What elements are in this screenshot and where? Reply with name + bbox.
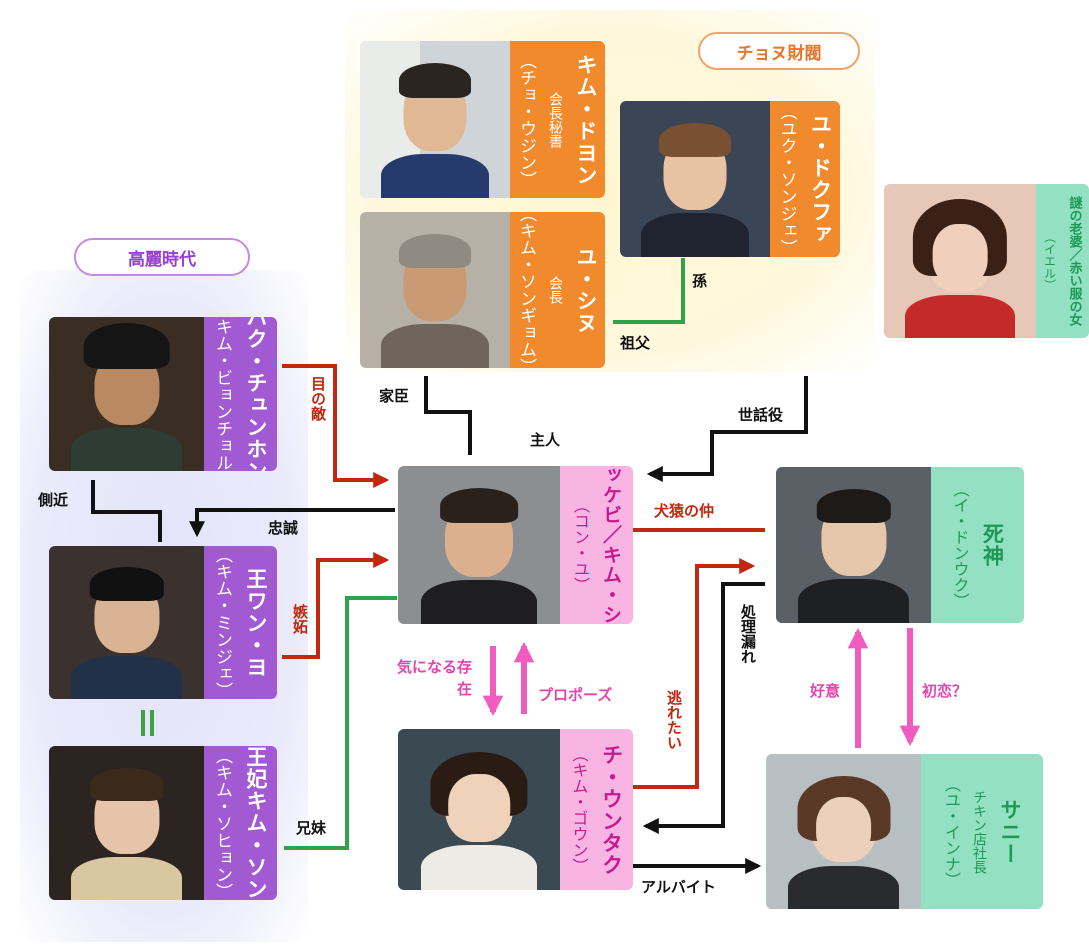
- rel-aide: 側近: [38, 491, 69, 509]
- label-tokebi: トッケビ／キム・シン （コン・ユ）: [560, 466, 633, 624]
- card-tokebi[interactable]: トッケビ／キム・シン （コン・ユ）: [398, 466, 633, 624]
- name-roba: 謎の老婆／赤い服の女: [1066, 196, 1082, 326]
- rel-first-love: 初恋？: [922, 682, 968, 700]
- name-yu-dokfa: ユ・ドクファ: [808, 113, 833, 245]
- card-sunny[interactable]: サニー チキン店社長 （ユ・インナ）: [766, 754, 1043, 909]
- line-loyalty: [189, 508, 395, 538]
- name-kim-dohon: キム・ドヨン: [574, 53, 598, 186]
- actor-tokebi: （コン・ユ）: [571, 497, 590, 593]
- rel-parttime: アルバイト: [641, 878, 716, 896]
- card-shinigami[interactable]: 死神 （イ・ドンウク）: [776, 467, 1024, 623]
- rel-curious: 気になる存在: [392, 656, 472, 700]
- role-yu-shinu: 会長: [547, 276, 563, 304]
- chaebol-group-label: チョヌ財閥: [736, 43, 822, 64]
- line-caretaker: [646, 376, 808, 482]
- card-ji-euntak[interactable]: チ・ウンタク （キム・ゴウン）: [398, 729, 633, 890]
- photo-sunny: [766, 754, 921, 909]
- rel-missed: 処理漏れ: [739, 604, 757, 664]
- rel-proposal: プロポーズ: [538, 686, 613, 704]
- rel-enemy: 目の敵: [309, 376, 327, 421]
- rel-curious-text: 気になる存在: [396, 658, 472, 698]
- rel-rivals: 犬猿の仲: [654, 502, 715, 520]
- rel-loyalty: 忠誠: [268, 519, 299, 537]
- role-kim-dohon: 会長秘書: [547, 91, 563, 148]
- line-retainer: [424, 376, 472, 455]
- actor-roba: （イエル）: [1042, 231, 1057, 291]
- photo-yu-dokfa: [620, 101, 770, 257]
- rel-master: 主人: [530, 431, 561, 449]
- card-kim-sun[interactable]: 王妃キム・ソン （キム・ソヒョン）: [49, 746, 277, 900]
- card-roba[interactable]: 謎の老婆／赤い服の女 （イエル）: [884, 184, 1089, 338]
- line-missed: [642, 582, 765, 834]
- photo-shinigami: [776, 467, 931, 623]
- rel-retainer: 家臣: [379, 387, 410, 405]
- name-shinigami: 死神: [980, 523, 1005, 567]
- label-yu-shinu: ユ・シヌ 会長 （キム・ソンギョム）: [510, 212, 605, 368]
- card-wang-wonyo[interactable]: 王ワン・ヨ （キム・ミンジェ）: [49, 546, 277, 699]
- card-kim-dohon[interactable]: キム・ドヨン 会長秘書 （チョ・ウジン）: [360, 41, 605, 198]
- rel-liking: 好意: [810, 682, 841, 700]
- equals-sign: [141, 710, 155, 736]
- actor-yu-shinu: （キム・ソンギョム）: [516, 212, 536, 368]
- label-park: パク・チュンホン （キム・ビョンチョル）: [204, 317, 277, 471]
- actor-sunny: （ユ・インナ）: [942, 775, 961, 888]
- line-aide: [91, 480, 162, 542]
- photo-kim-dohon: [360, 41, 510, 198]
- photo-ji-euntak: [398, 729, 560, 890]
- role-sunny: チキン店社長: [971, 789, 987, 874]
- card-yu-shinu[interactable]: ユ・シヌ 会長 （キム・ソンギョム）: [360, 212, 605, 368]
- photo-yu-shinu: [360, 212, 510, 368]
- photo-wang-wonyo: [49, 546, 204, 699]
- line-enemy: [282, 364, 390, 488]
- label-ji-euntak: チ・ウンタク （キム・ゴウン）: [560, 729, 633, 890]
- name-tokebi: トッケビ／キム・シン: [600, 466, 622, 624]
- label-kim-dohon: キム・ドヨン 会長秘書 （チョ・ウジン）: [510, 41, 605, 198]
- label-yu-dokfa: ユ・ドクファ （ユク・ソンジェ）: [770, 101, 840, 257]
- line-escape: [633, 558, 756, 789]
- label-roba: 謎の老婆／赤い服の女 （イエル）: [1036, 184, 1089, 338]
- actor-shinigami: （イ・ドンウク）: [950, 481, 970, 609]
- name-park: パク・チュンホン: [244, 317, 268, 471]
- goryeo-group-label: 高麗時代: [128, 249, 196, 270]
- name-sunny: サニー: [998, 798, 1022, 865]
- actor-wang-wonyo: （キム・ミンジェ）: [212, 546, 232, 699]
- name-ji-euntak: チ・ウンタク: [599, 743, 624, 876]
- line-siblings: [284, 596, 397, 850]
- name-yu-shinu: ユ・シヌ: [574, 246, 598, 334]
- rel-caretaker: 世話役: [738, 406, 784, 424]
- line-jealousy: [282, 552, 390, 659]
- rel-son: 孫: [692, 272, 708, 290]
- actor-park: （キム・ビョンチョル）: [212, 317, 232, 471]
- actor-yu-dokfa: （ユク・ソンジェ）: [776, 102, 797, 256]
- label-kim-sun: 王妃キム・ソン （キム・ソヒョン）: [204, 746, 277, 900]
- photo-roba: [884, 184, 1036, 338]
- chaebol-group-badge: チョヌ財閥: [698, 32, 860, 70]
- rel-siblings: 兄妹: [296, 819, 327, 837]
- actor-ji-euntak: （キム・ゴウン）: [569, 745, 589, 874]
- card-yu-dokfa[interactable]: ユ・ドクファ （ユク・ソンジェ）: [620, 101, 840, 257]
- photo-kim-sun: [49, 746, 204, 900]
- rel-grandfather: 祖父: [620, 334, 651, 352]
- actor-kim-sun: （キム・ソヒョン）: [212, 746, 232, 900]
- name-kim-sun: 王妃キム・ソン: [244, 746, 268, 900]
- card-park[interactable]: パク・チュンホン （キム・ビョンチョル）: [49, 317, 277, 471]
- rel-jealousy: 嫉妬: [291, 604, 309, 634]
- label-shinigami: 死神 （イ・ドンウク）: [931, 467, 1024, 623]
- goryeo-group-badge: 高麗時代: [74, 238, 250, 276]
- rel-escape: 逃れたい: [665, 690, 683, 750]
- line-grandson: [613, 258, 685, 324]
- name-wang-wonyo: 王ワン・ヨ: [244, 567, 268, 678]
- actor-kim-dohon: （チョ・ウジン）: [516, 51, 536, 188]
- label-sunny: サニー チキン店社長 （ユ・インナ）: [921, 754, 1043, 909]
- photo-park: [49, 317, 204, 471]
- label-wang-wonyo: 王ワン・ヨ （キム・ミンジェ）: [204, 546, 277, 699]
- photo-tokebi: [398, 466, 560, 624]
